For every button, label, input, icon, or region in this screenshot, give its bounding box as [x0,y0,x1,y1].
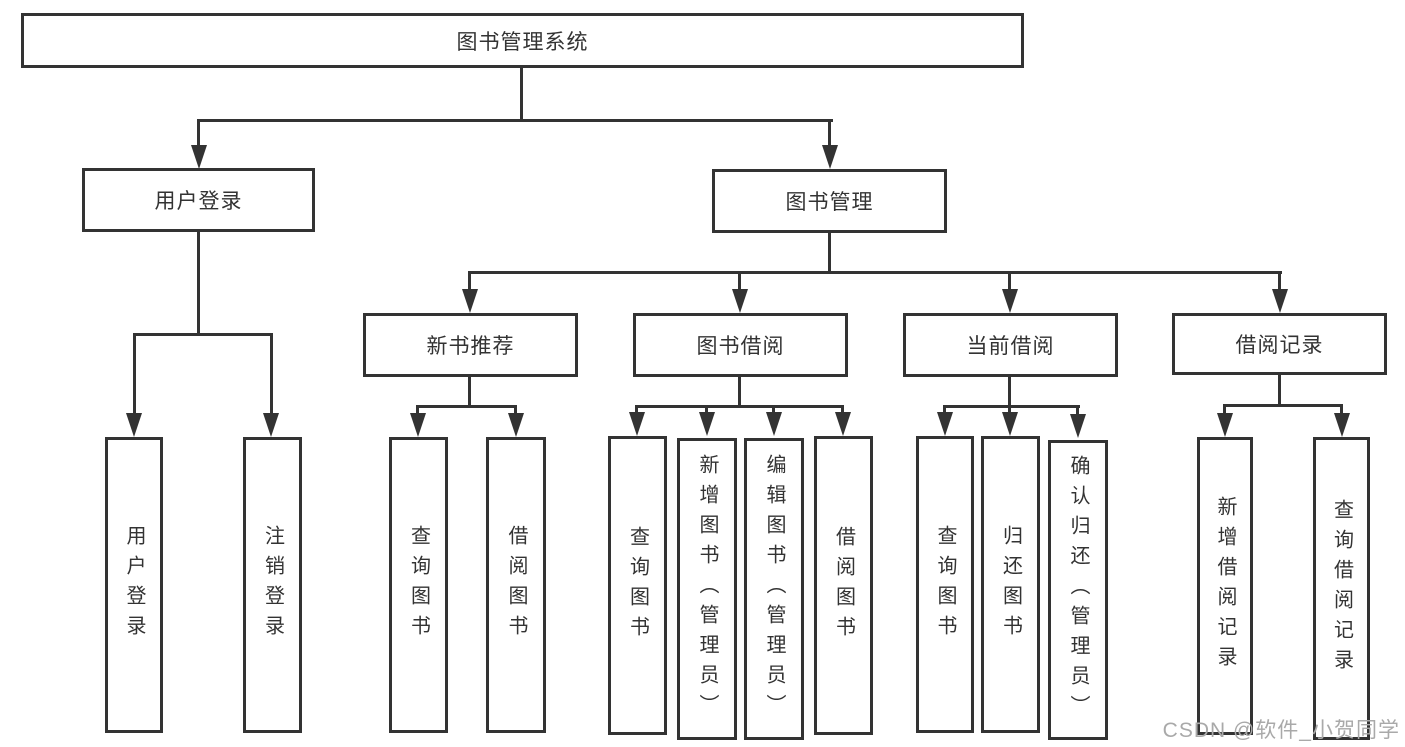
connector-records-stem [1278,375,1281,406]
leaf-records-query-record-label: 查询借阅记录 [1330,498,1353,679]
connector-records-to-add [1223,404,1226,415]
connector-records-to-query [1340,404,1343,415]
leaf-logout-label: 注销登录 [261,525,284,645]
node-book-borrow: 图书借阅 [633,313,848,377]
arrowhead-to-bor-borrow [835,412,851,436]
leaf-borrow-edit-books-admin: 编辑图书（管理员） [744,438,804,740]
connector-borrow-stem [738,377,741,408]
connector-manage-to-records [1278,271,1281,291]
leaf-user-login-label: 用户登录 [123,525,145,645]
arrowhead-to-rec-query [410,413,426,437]
node-new-book-recommend: 新书推荐 [363,313,578,377]
arrowhead-to-bor-add [699,412,715,436]
leaf-logout: 注销登录 [243,437,302,733]
connector-manage-stem [828,233,831,273]
arrowhead-to-cur-return [1002,412,1018,436]
arrowhead-to-rcd-query [1334,413,1350,437]
connector-borrow-to-add [705,405,708,415]
leaf-recommend-borrow-books-label: 借阅图书 [505,525,527,645]
node-root-label: 图书管理系统 [456,30,589,54]
connector-login-branch [133,333,273,336]
arrowhead-to-cur-confirm [1070,414,1086,438]
arrowhead-to-recommend [462,289,478,313]
leaf-current-return-books-label: 归还图书 [999,524,1022,645]
leaf-borrow-edit-books-admin-label: 编辑图书（管理员） [763,454,785,724]
connector-recommend-stem [468,377,471,408]
leaf-recommend-query-books-label: 查询图书 [407,525,430,645]
node-book-management: 图书管理 [712,169,947,233]
leaf-recommend-query-books: 查询图书 [389,437,448,733]
node-root: 图书管理系统 [21,13,1024,68]
leaf-records-add-record: 新增借阅记录 [1197,437,1253,735]
connector-current-to-confirm [1076,405,1079,415]
connector-login-stem [197,232,200,335]
leaf-borrow-borrow-books: 借阅图书 [814,436,873,735]
leaf-recommend-borrow-books: 借阅图书 [486,437,546,733]
connector-current-stem [1008,377,1011,408]
connector-login-to-logout [270,333,273,415]
leaf-current-confirm-return-admin-label: 确认归还（管理员） [1067,455,1089,725]
arrowhead-to-records [1272,289,1288,313]
leaf-borrow-query-books-label: 查询图书 [626,525,649,646]
node-borrow-records-label: 借阅记录 [1235,334,1324,357]
connector-manage-to-current [1008,271,1011,291]
leaf-borrow-add-books-admin-label: 新增图书（管理员） [696,454,718,724]
leaf-current-query-books: 查询图书 [916,436,974,733]
connector-root-branch [197,119,833,122]
connector-recommend-to-borrow-books [514,405,517,416]
leaf-user-login: 用户登录 [105,437,163,733]
connector-login-to-user-login [133,333,136,415]
connector-manage-to-recommend [468,271,471,291]
connector-recommend-branch [417,405,517,408]
node-new-book-recommend-label: 新书推荐 [426,335,515,358]
connector-root-stem [520,68,523,122]
leaf-borrow-borrow-books-label: 借阅图书 [832,525,855,646]
leaf-records-query-record: 查询借阅记录 [1313,437,1370,740]
connector-borrow-to-borrow-books [841,405,844,415]
arrowhead-to-bor-query [629,412,645,436]
leaf-borrow-query-books: 查询图书 [608,436,667,735]
arrowhead-to-leaf-user-login [126,413,142,437]
connector-borrow-branch [636,405,844,408]
node-book-management-label: 图书管理 [785,191,874,214]
arrowhead-to-current [1002,289,1018,313]
connector-current-branch [943,405,1080,408]
arrowhead-to-bor-edit [766,412,782,436]
node-current-borrow: 当前借阅 [903,313,1118,377]
connector-current-to-query [943,405,946,415]
arrowhead-to-borrow [732,289,748,313]
connector-records-branch [1223,404,1343,407]
leaf-current-return-books: 归还图书 [981,436,1040,733]
arrowhead-to-leaf-logout [263,413,279,437]
arrowhead-to-book-management [822,145,838,169]
connector-borrow-to-query [635,405,638,415]
leaf-borrow-add-books-admin: 新增图书（管理员） [677,438,737,740]
arrowhead-to-user-login [191,145,207,169]
leaf-current-query-books-label: 查询图书 [934,524,956,645]
node-user-login: 用户登录 [82,168,315,232]
connector-root-to-manage [828,119,831,149]
leaf-records-add-record-label: 新增借阅记录 [1214,496,1236,676]
connector-manage-to-borrow [738,271,741,291]
node-borrow-records: 借阅记录 [1172,313,1387,375]
arrowhead-to-cur-query [937,412,953,436]
arrowhead-to-rec-borrow [508,413,524,437]
connector-root-to-login [197,119,200,149]
connector-manage-branch [468,271,1282,274]
arrowhead-to-rcd-add [1217,413,1233,437]
node-current-borrow-label: 当前借阅 [966,335,1055,358]
leaf-current-confirm-return-admin: 确认归还（管理员） [1048,440,1108,740]
node-book-borrow-label: 图书借阅 [696,335,785,358]
connector-borrow-to-edit [772,405,775,415]
csdn-watermark: CSDN @软件_小贺同学 [1162,719,1400,742]
connector-recommend-to-query [416,405,419,416]
node-user-login-label: 用户登录 [154,190,243,213]
connector-current-to-return [1008,405,1011,415]
